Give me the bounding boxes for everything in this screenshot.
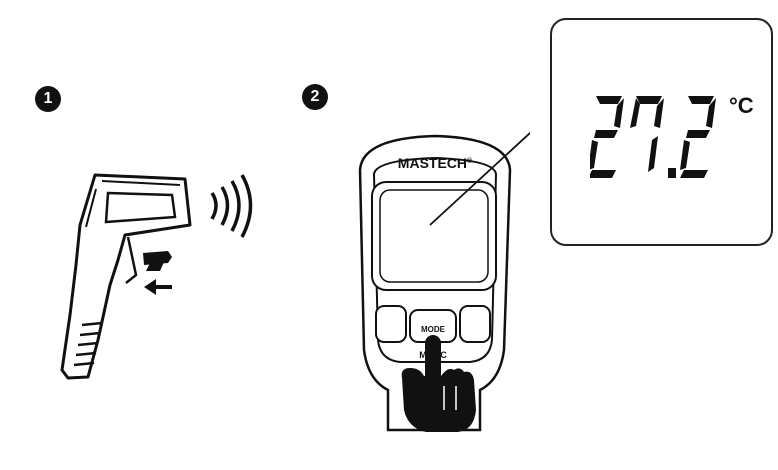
- thermometer-front-view: MASTECH® MODE MS 1C: [358, 131, 530, 432]
- step-2-badge: 2: [302, 84, 328, 110]
- temperature-unit: °C: [729, 93, 754, 118]
- decimal-point: [668, 168, 676, 178]
- left-button[interactable]: [375, 305, 407, 343]
- temperature-reading-text: 27.2: [0, 0, 1, 1]
- pointing-hand-icon: [401, 335, 476, 432]
- step-1-badge: 1: [35, 86, 61, 112]
- digit-7: [630, 96, 664, 172]
- thermometer-gun-side-view: [60, 173, 253, 380]
- brand-logo: MASTECH®: [398, 155, 473, 171]
- temperature-reading: [590, 96, 716, 178]
- hand-trigger-icon: [143, 251, 172, 271]
- digit-2b: [680, 96, 716, 178]
- right-button[interactable]: [459, 305, 491, 343]
- press-arrow-icon: [144, 279, 172, 295]
- digit-2a: [590, 96, 624, 178]
- infrared-waves-icon: [210, 174, 253, 238]
- mode-button-label: MODE: [421, 325, 446, 334]
- display-callout: [550, 18, 773, 246]
